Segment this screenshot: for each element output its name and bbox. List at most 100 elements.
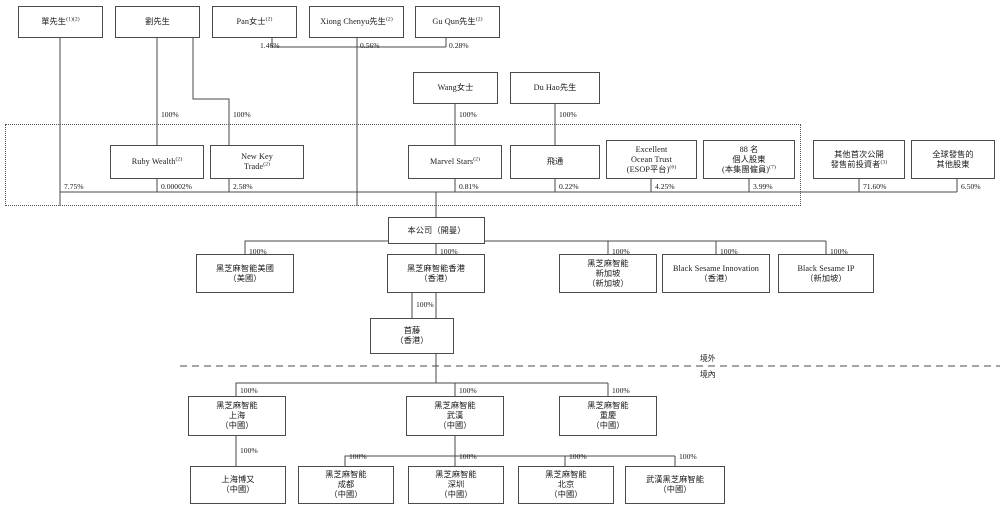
node-label: 黑芝麻智能 xyxy=(216,401,258,410)
label-onshore: 境內 xyxy=(700,370,716,379)
pct-company-innovation: 100% xyxy=(720,247,738,256)
pct-liu-newkey: 100% xyxy=(233,110,251,119)
node-bsm-chengdu[interactable]: 黑芝麻智能 成都 （中國） xyxy=(298,466,394,504)
footnote-marker: (2) xyxy=(385,16,393,23)
pct-feitong-company: 0.22% xyxy=(559,182,579,191)
node-du-hao-mr[interactable]: Du Hao先生 xyxy=(510,72,600,104)
footnote-marker: (2) xyxy=(265,16,273,23)
node-other-pre-ipo-investors[interactable]: 其他首次公開 發售前投資者(3) xyxy=(813,140,905,179)
node-label: 黑芝麻智能 xyxy=(587,401,629,410)
pct-88indiv-company: 3.99% xyxy=(753,182,773,191)
pct-xiong: 0.56% xyxy=(360,41,380,50)
node-label: 全球發售的 xyxy=(932,149,974,159)
node-label: 劉先生 xyxy=(145,17,170,26)
node-bsm-shanghai[interactable]: 黑芝麻智能 上海 （中國） xyxy=(188,396,286,436)
node-black-sesame-innovation[interactable]: Black Sesame Innovation （香港） xyxy=(662,254,770,293)
node-label-2: 重慶 xyxy=(599,411,617,420)
node-gu-qun-mr[interactable]: Gu Qun先生(2) xyxy=(415,6,500,38)
pct-shanghai-boyou: 100% xyxy=(240,446,258,455)
pct-company-sg: 100% xyxy=(612,247,630,256)
node-global-offering-shareholders[interactable]: 全球發售的 其他股東 xyxy=(911,140,995,179)
node-label-2: Trade xyxy=(243,162,264,171)
node-label-2: （香港） xyxy=(419,273,453,283)
node-label: 黑芝麻智能 xyxy=(325,470,367,479)
footnote-marker: (3) xyxy=(880,158,888,165)
node-label: Ruby Wealth xyxy=(131,157,176,166)
node-label-3: （中國） xyxy=(549,490,583,499)
pct-hk-chongqing: 100% xyxy=(612,386,630,395)
pct-wuhan-chengdu: 100% xyxy=(349,452,367,461)
node-bsm-hk[interactable]: 黑芝麻智能香港 （香港） xyxy=(387,254,485,293)
node-label-3: （中國） xyxy=(329,490,363,499)
node-bsm-chongqing[interactable]: 黑芝麻智能 重慶 （中國） xyxy=(559,396,657,436)
pct-marvel-company: 0.81% xyxy=(459,182,479,191)
node-label-2: （美國） xyxy=(228,273,262,283)
node-label: Excellent xyxy=(635,144,668,154)
node-label: 本公司（開曼） xyxy=(407,225,466,235)
node-label-2: （香港） xyxy=(699,273,733,283)
pct-ruby-company: 0.00002% xyxy=(161,182,193,191)
node-wuhan-bsm[interactable]: 武漢黑芝麻智能 （中國） xyxy=(625,466,725,504)
pct-globaloffer-company: 6.50% xyxy=(961,182,981,191)
pct-esop-company: 4.25% xyxy=(655,182,675,191)
node-the-company[interactable]: 本公司（開曼） xyxy=(388,217,485,244)
pct-wuhan-shenzhen: 100% xyxy=(459,452,477,461)
node-bsm-us[interactable]: 黑芝麻智能美國 （美國） xyxy=(196,254,294,293)
pct-hk-shouteng: 100% xyxy=(416,300,434,309)
node-label: 上海博又 xyxy=(221,475,255,484)
node-liu-mr[interactable]: 劉先生 xyxy=(115,6,200,38)
node-label-2: Ocean Trust xyxy=(631,154,672,164)
node-bsm-beijing[interactable]: 黑芝麻智能 北京 （中國） xyxy=(518,466,614,504)
node-marvel-stars[interactable]: Marvel Stars(2) xyxy=(408,145,502,179)
node-label-3: （中國） xyxy=(591,421,625,430)
node-wang-ms[interactable]: Wang女士 xyxy=(413,72,498,104)
node-bsm-singapore[interactable]: 黑芝麻智能 新加坡 （新加坡） xyxy=(559,254,657,293)
node-label: Wang女士 xyxy=(437,83,474,92)
footnote-marker: (1)(2) xyxy=(66,16,80,23)
node-xiong-chenyu-mr[interactable]: Xiong Chenyu先生(2) xyxy=(309,6,404,38)
pct-preipo-company: 71.60% xyxy=(863,182,887,191)
node-label: 黑芝麻智能 xyxy=(587,258,629,268)
node-new-key-trade[interactable]: New Key Trade(2) xyxy=(210,145,304,179)
footnote-marker: (2) xyxy=(175,156,183,163)
node-label: Marvel Stars xyxy=(429,157,474,166)
footnote-marker: (7) xyxy=(769,163,776,170)
footnote-marker: (2) xyxy=(475,16,483,23)
node-shanghai-boyou[interactable]: 上海博又 （中國） xyxy=(190,466,286,504)
footnote-marker: (2) xyxy=(263,161,271,168)
node-label: New Key xyxy=(241,152,273,161)
node-label-2: 上海 xyxy=(228,411,246,420)
node-black-sesame-ip[interactable]: Black Sesame IP （新加坡） xyxy=(778,254,874,293)
node-pan-ms[interactable]: Pan女士(2) xyxy=(212,6,297,38)
node-label: 飛通 xyxy=(546,157,564,166)
node-label-3: （新加坡） xyxy=(587,278,629,288)
pct-hk-shanghai: 100% xyxy=(240,386,258,395)
node-label: 首藤 xyxy=(403,326,421,335)
node-label-3: （中國） xyxy=(439,490,473,499)
node-label: Xiong Chenyu先生 xyxy=(320,17,386,26)
pct-hk-wuhan: 100% xyxy=(459,386,477,395)
node-bsm-shenzhen[interactable]: 黑芝麻智能 深圳 （中國） xyxy=(408,466,504,504)
node-label-2: （香港） xyxy=(395,336,429,345)
node-label-2: 北京 xyxy=(557,480,575,489)
node-label-3: (ESOP平台) xyxy=(626,164,670,174)
node-shouteng-hk[interactable]: 首藤 （香港） xyxy=(370,318,454,354)
node-label: 武漢黑芝麻智能 xyxy=(645,475,704,484)
pct-company-hk: 100% xyxy=(440,247,458,256)
node-label-2: （新加坡） xyxy=(805,273,847,283)
node-label: Du Hao先生 xyxy=(533,83,577,92)
pct-pan: 1.46% xyxy=(260,41,280,50)
node-bsm-wuhan[interactable]: 黑芝麻智能 武漢 （中國） xyxy=(406,396,504,436)
node-label: 88 名 xyxy=(739,144,759,154)
node-label: Gu Qun先生 xyxy=(432,17,476,26)
node-88-individual-shareholders[interactable]: 88 名 個人股東 (本集團僱員)(7) xyxy=(703,140,795,179)
pct-shan-company: 7.75% xyxy=(64,182,84,191)
pct-newkey-company: 2.58% xyxy=(233,182,253,191)
node-excellent-ocean-trust[interactable]: Excellent Ocean Trust (ESOP平台)(6) xyxy=(606,140,697,179)
node-ruby-wealth[interactable]: Ruby Wealth(2) xyxy=(110,145,204,179)
node-label: 黑芝麻智能美國 xyxy=(215,263,274,273)
node-feitong[interactable]: 飛通 xyxy=(510,145,600,179)
node-shan-mr[interactable]: 單先生(1)(2) xyxy=(18,6,103,38)
node-label-2: 個人股東 xyxy=(732,154,766,164)
footnote-marker: (6) xyxy=(669,163,677,170)
